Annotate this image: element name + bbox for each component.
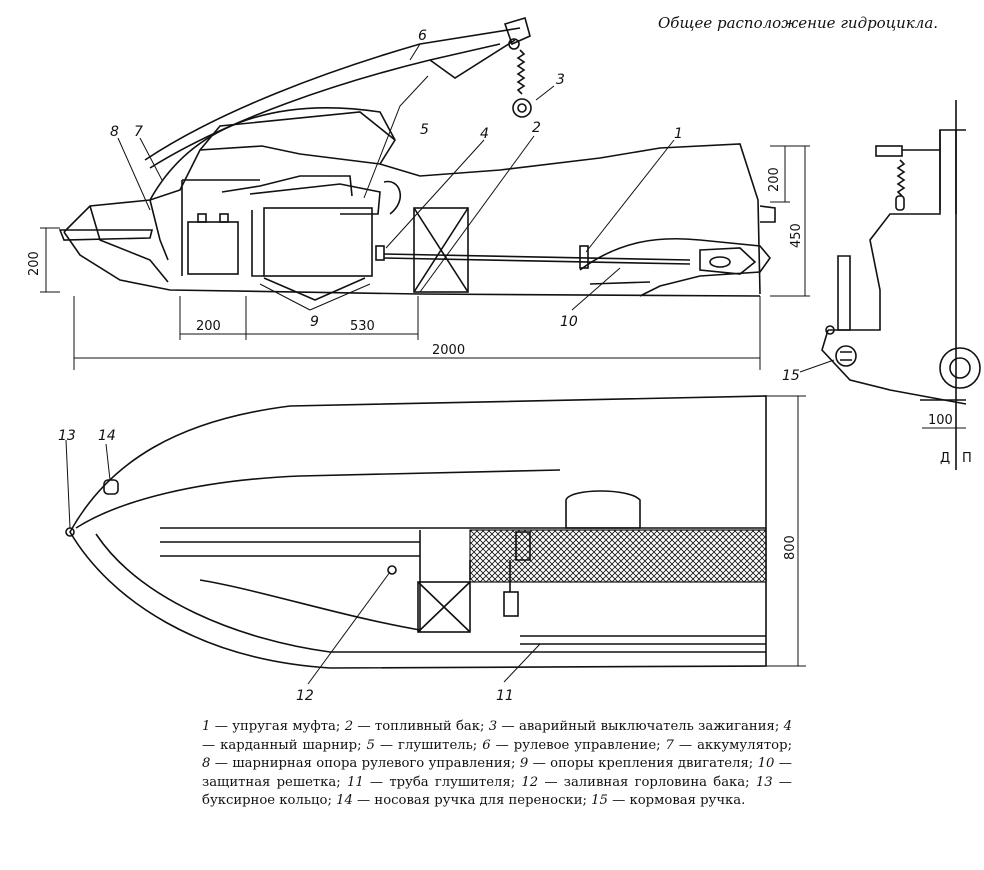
- battery: [181, 179, 260, 276]
- legend-text: — буксирное кольцо;: [202, 774, 792, 809]
- legend-number: 12: [521, 774, 539, 790]
- dim-2000: 2000: [432, 343, 465, 358]
- section-mark-d: Д: [940, 451, 950, 466]
- label-12: 12: [296, 688, 314, 704]
- label-7: 7: [134, 124, 143, 140]
- part-labels: 1 2 3 4 5 6 7 8 9 10 11 12 13 14 15: [58, 28, 800, 704]
- label-9: 9: [310, 314, 319, 330]
- legend-number: 15: [591, 793, 608, 809]
- legend-number: 7: [665, 737, 674, 753]
- legend-text: — аккумулятор;: [673, 737, 793, 753]
- label-8: 8: [110, 124, 119, 140]
- legend-text: — носовая ручка для переноски;: [352, 793, 592, 809]
- legend-text: — опоры крепления двигателя;: [528, 756, 758, 772]
- legend-number: 9: [519, 756, 529, 772]
- side-view-hull: [58, 143, 776, 297]
- label-3: 3: [556, 72, 565, 88]
- dim-200-left: 200: [27, 251, 42, 276]
- fuel-tank: [413, 207, 469, 293]
- legend-number: 5: [366, 737, 375, 753]
- legend-text: — упругая муфта;: [210, 719, 345, 734]
- label-4: 4: [480, 126, 489, 142]
- legend-number: 13: [755, 774, 773, 790]
- dim-800: 800: [783, 535, 798, 560]
- side-dimensions: [40, 145, 810, 370]
- dim-450: 450: [789, 223, 804, 248]
- top-dimensions: [766, 395, 806, 667]
- legend-text: — топливный бак;: [353, 719, 489, 734]
- label-5: 5: [420, 122, 429, 138]
- legend-text: — аварийный выключатель зажигания;: [497, 719, 784, 734]
- legend-number: 11: [346, 774, 364, 790]
- legend-number: 1: [202, 719, 211, 734]
- protective-grating-hatch: [469, 529, 767, 583]
- legend-number: 6: [482, 737, 491, 753]
- legend-number: 2: [344, 719, 354, 734]
- label-10: 10: [560, 314, 578, 330]
- legend-number: 3: [488, 719, 498, 734]
- legend-text: — глушитель;: [374, 737, 483, 753]
- legend-text: — карданный шарнир;: [202, 737, 367, 753]
- legend-caption: 1 — упругая муфта; 2 — топливный бак; 3 …: [202, 718, 792, 811]
- legend-number: 10: [757, 756, 775, 772]
- figure-title: Общее расположение гидроцикла.: [658, 14, 939, 32]
- dimension-texts: 200 450 200 200 530 2000 800 100 Д П: [27, 167, 972, 560]
- dim-200-bottom: 200: [196, 319, 221, 334]
- legend-text: — кормовая ручка.: [607, 793, 746, 809]
- dim-200-top: 200: [767, 167, 782, 192]
- legend-text: — шарнирная опора рулевого управления;: [210, 756, 520, 772]
- steering-column: [144, 16, 532, 169]
- dim-530: 530: [350, 319, 375, 334]
- section-mark-p: П: [962, 451, 972, 466]
- legend-number: 14: [336, 793, 353, 809]
- label-6: 6: [418, 28, 427, 44]
- legend-text: — защитная решетка;: [202, 756, 792, 790]
- legend-text: — рулевое управление;: [490, 737, 666, 753]
- label-14: 14: [98, 428, 116, 444]
- label-11: 11: [496, 688, 514, 704]
- legend-number: 8: [202, 756, 211, 772]
- label-1: 1: [674, 126, 683, 142]
- legend-text: — труба глушителя;: [363, 774, 522, 790]
- leader-lines: [65, 43, 835, 685]
- label-15: 15: [782, 368, 800, 384]
- cowling: [149, 107, 396, 201]
- label-13: 13: [58, 428, 76, 444]
- drive-shaft: [383, 245, 691, 269]
- dim-100: 100: [928, 413, 953, 428]
- stern-view: [821, 100, 981, 470]
- legend-text: — заливная горловина бака;: [538, 774, 756, 790]
- legend-number: 4: [783, 719, 792, 734]
- jet-pump: [579, 237, 772, 297]
- label-2: 2: [532, 120, 541, 136]
- engine-block: [221, 175, 402, 301]
